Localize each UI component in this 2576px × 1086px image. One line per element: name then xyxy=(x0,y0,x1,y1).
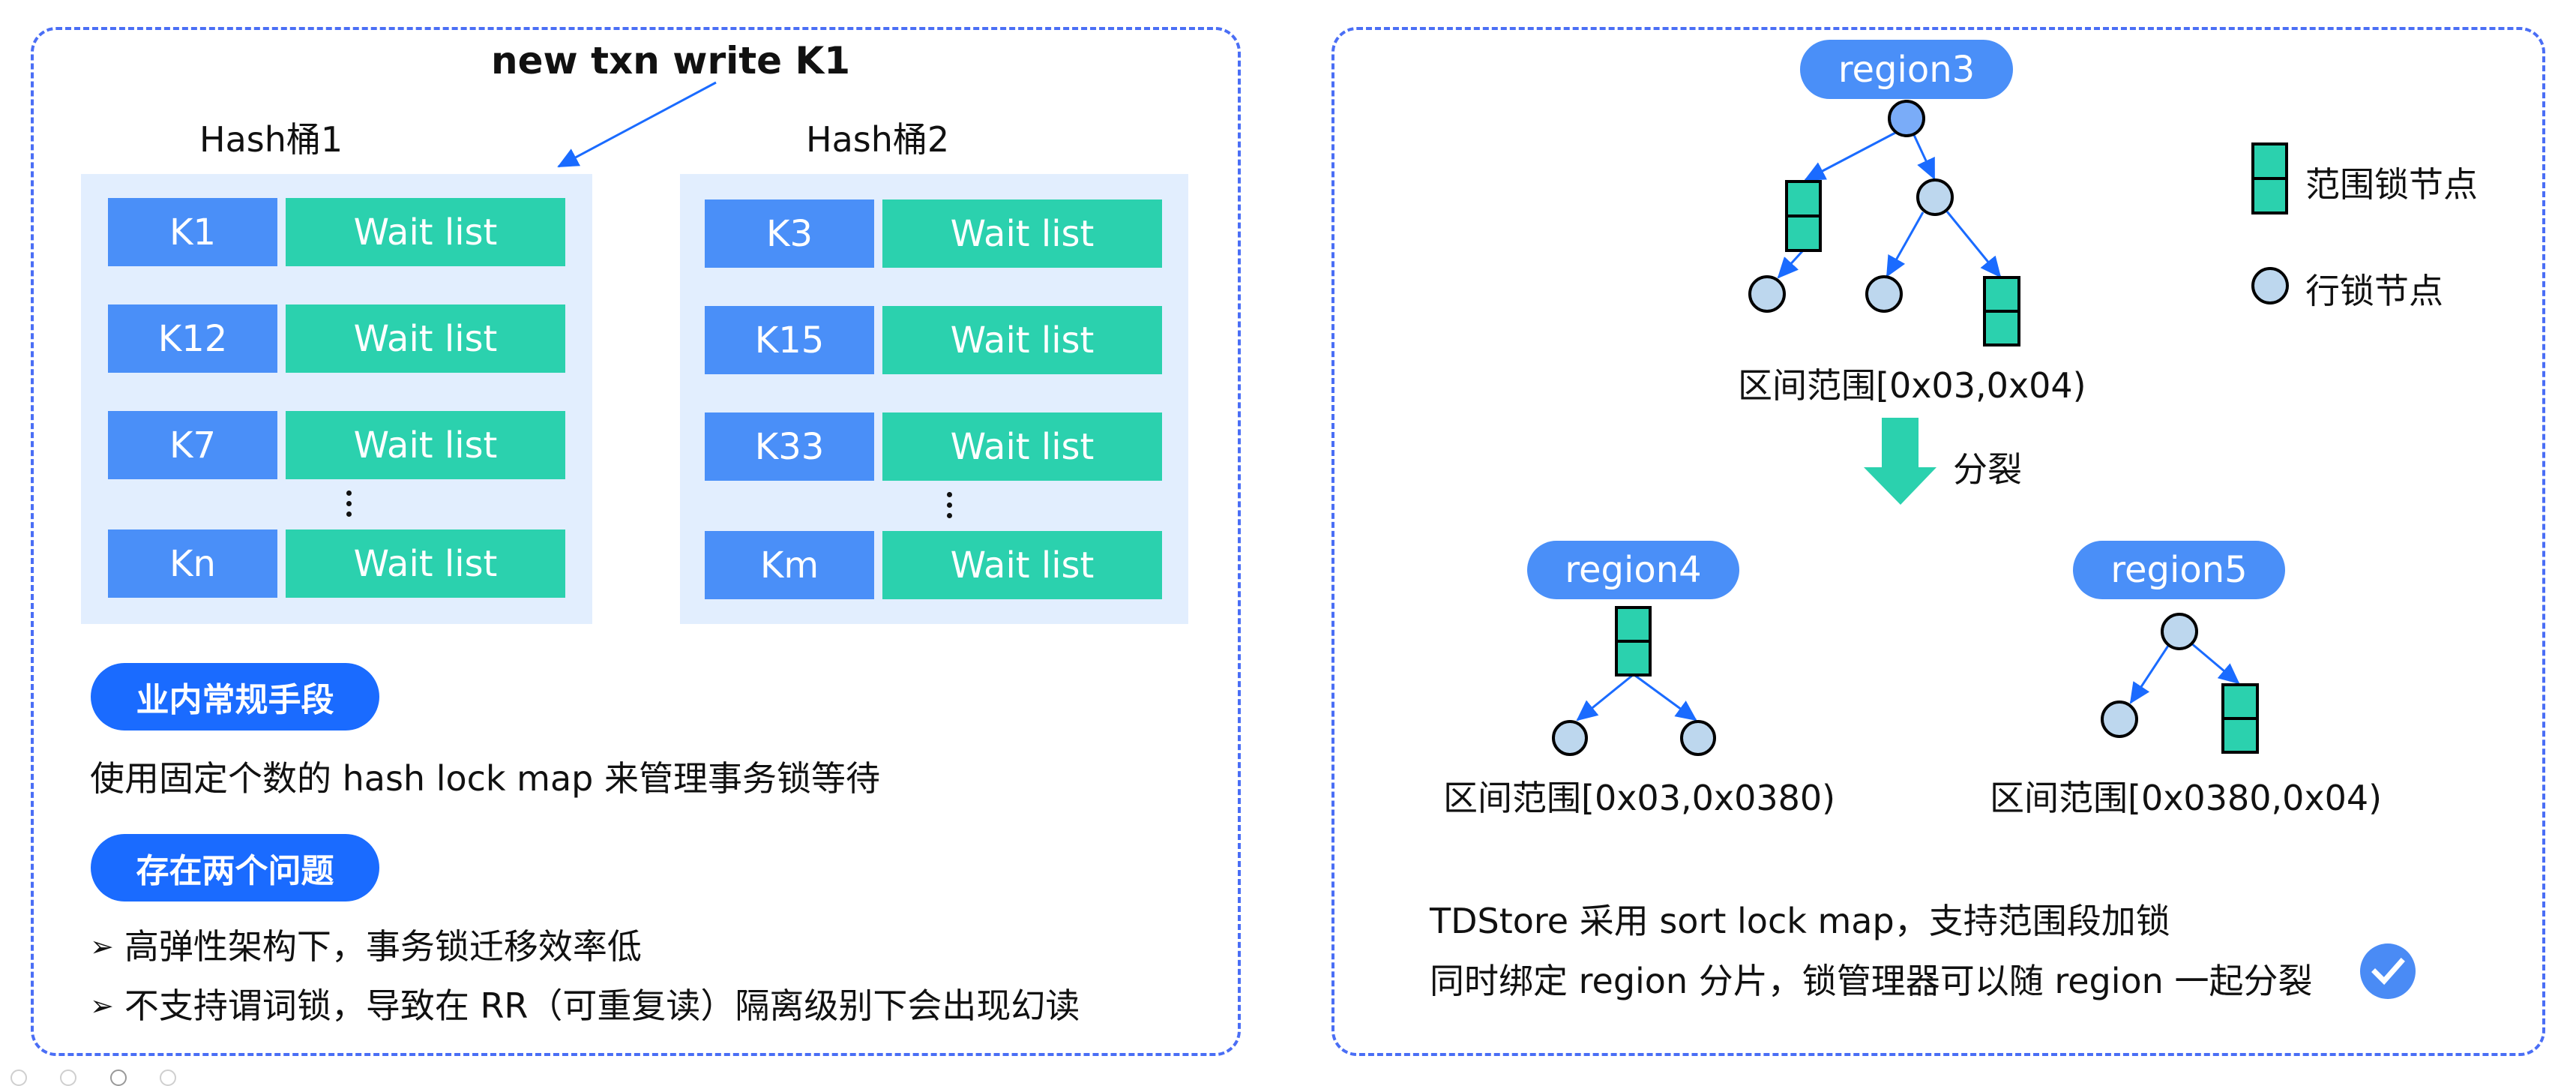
right-panel xyxy=(1331,27,2545,1056)
ellipsis-icon xyxy=(947,492,953,524)
region3-range-caption: 区间范围[0x03,0x04) xyxy=(1738,365,2086,406)
problem-text: 高弹性架构下，事务锁迁移效率低 xyxy=(124,926,642,967)
summary-line-2: 同时绑定 region 分片，锁管理器可以随 region 一起分裂 xyxy=(1430,961,2313,1001)
page-dot[interactable] xyxy=(110,1070,127,1086)
checkmark-icon xyxy=(2371,958,2405,986)
wait-list-cell: Wait list xyxy=(286,530,565,598)
wait-list-cell: Wait list xyxy=(882,412,1162,481)
page-dot[interactable] xyxy=(60,1070,76,1086)
region3-pill: region3 xyxy=(1800,40,2013,99)
wait-list-cell: Wait list xyxy=(286,304,565,373)
region5-pill: region5 xyxy=(2073,541,2285,599)
summary-line-1: TDStore 采用 sort lock map，支持范围段加锁 xyxy=(1430,901,2170,941)
check-circle-icon xyxy=(2360,944,2416,999)
section-pill-common-approach: 业内常规手段 xyxy=(91,663,379,730)
key-cell: K33 xyxy=(705,412,874,481)
region4-pill: region4 xyxy=(1527,541,1739,599)
ellipsis-icon xyxy=(346,490,352,522)
wait-list-cell: Wait list xyxy=(882,531,1162,599)
key-cell: K1 xyxy=(108,198,277,266)
legend-range-lock-label: 范围锁节点 xyxy=(2305,164,2478,205)
key-cell: Km xyxy=(705,531,874,599)
region5-range-caption: 区间范围[0x0380,0x04) xyxy=(1990,778,2383,818)
legend-row-lock-label: 行锁节点 xyxy=(2305,271,2443,311)
bucket-title: Hash桶2 xyxy=(806,119,950,160)
wait-list-cell: Wait list xyxy=(286,198,565,266)
wait-list-cell: Wait list xyxy=(882,306,1162,374)
common-approach-text: 使用固定个数的 hash lock map 来管理事务锁等待 xyxy=(90,758,881,799)
split-label: 分裂 xyxy=(1953,449,2022,490)
arrow-bullet-icon: ➢ xyxy=(90,930,114,963)
problem-text: 不支持谓词锁，导致在 RR（可重复读）隔离级别下会出现幻读 xyxy=(124,986,1080,1026)
wait-list-cell: Wait list xyxy=(882,200,1162,268)
wait-list-cell: Wait list xyxy=(286,411,565,479)
bucket-title: Hash桶1 xyxy=(199,119,343,160)
annotation-new-txn: new txn write K1 xyxy=(491,39,851,82)
section-pill-problems: 存在两个问题 xyxy=(91,834,379,902)
left-panel xyxy=(31,27,1241,1056)
key-cell: K3 xyxy=(705,200,874,268)
key-cell: K15 xyxy=(705,306,874,374)
arrow-bullet-icon: ➢ xyxy=(90,989,114,1022)
page-dot[interactable] xyxy=(10,1070,27,1086)
problem-item: ➢ 不支持谓词锁，导致在 RR（可重复读）隔离级别下会出现幻读 xyxy=(90,979,1080,1028)
key-cell: K12 xyxy=(108,304,277,373)
problem-item: ➢ 高弹性架构下，事务锁迁移效率低 xyxy=(90,920,642,969)
page-dot[interactable] xyxy=(160,1070,176,1086)
key-cell: K7 xyxy=(108,411,277,479)
key-cell: Kn xyxy=(108,530,277,598)
region4-range-caption: 区间范围[0x03,0x0380) xyxy=(1443,778,1836,818)
